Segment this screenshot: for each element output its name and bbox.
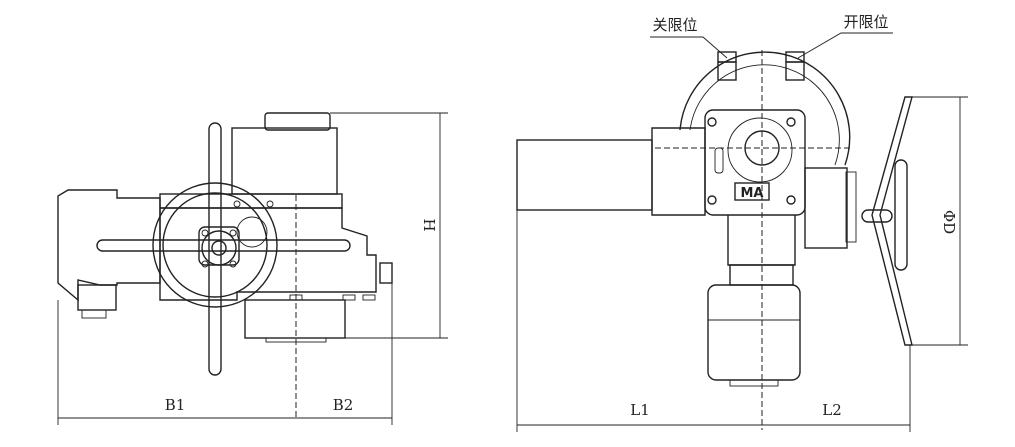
wheel-spoke	[894, 159, 908, 271]
nameplate	[734, 182, 770, 201]
cover-slot	[714, 147, 724, 174]
label-close-limit: 关限位	[652, 16, 697, 34]
base-flange	[244, 299, 346, 339]
handwheel-rim-inner	[162, 192, 268, 298]
hub-bore	[211, 240, 227, 256]
side-view: H B1 B2	[57, 112, 448, 425]
horizontal-handle	[96, 239, 351, 252]
motor-body	[516, 139, 653, 211]
handwheel-edge	[871, 96, 913, 346]
lower-body	[707, 284, 801, 381]
front-view: MA 关限位 开限位 ΦD L1 L2	[516, 13, 968, 432]
label-b2: B2	[333, 396, 354, 414]
label-h: H	[420, 218, 438, 231]
bolts	[201, 200, 274, 268]
wheel-hub	[861, 209, 893, 223]
terminal-flange	[651, 127, 706, 216]
label-phi-d: ΦD	[940, 210, 958, 234]
vertical-handle	[208, 122, 222, 376]
base-bolts	[289, 294, 376, 301]
top-cap	[264, 112, 331, 131]
label-open-limit: 开限位	[843, 13, 888, 31]
cover-boss	[727, 117, 793, 183]
side-plug	[379, 262, 393, 284]
motor-housing	[231, 127, 338, 195]
label-l2: L2	[822, 401, 842, 419]
label-b1: B1	[165, 396, 186, 414]
sight-window	[236, 216, 268, 248]
terminal-box	[57, 189, 161, 302]
front-cover	[704, 109, 806, 216]
base-spigot	[729, 379, 779, 387]
cover-bolts	[707, 117, 796, 205]
gland-nut	[81, 309, 107, 319]
label-l1: L1	[630, 401, 650, 419]
housing-outline	[679, 51, 851, 166]
cable-gland	[77, 284, 117, 311]
side-gearbox	[804, 167, 848, 249]
hub-plate	[198, 226, 240, 266]
hub	[201, 230, 237, 266]
handwheel-rim-outer	[152, 182, 278, 308]
gearbox-body	[159, 207, 377, 301]
nameplate-text: MA	[741, 186, 764, 201]
